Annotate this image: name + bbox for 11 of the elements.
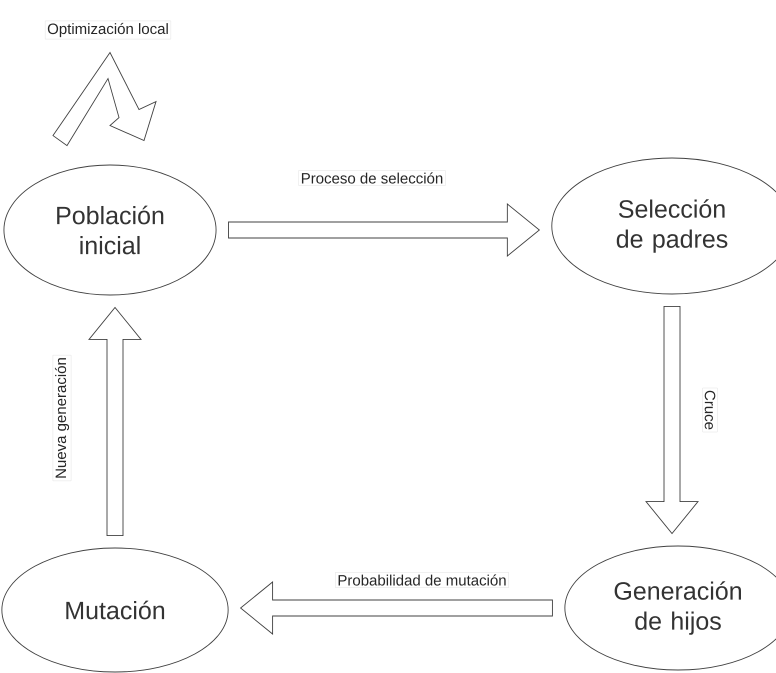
ellipse-node: Mutación: [1, 548, 229, 672]
block-arrow: [88, 306, 142, 536]
edge-label: Optimización local: [44, 20, 172, 40]
block-arrow: [645, 306, 699, 534]
edge-label: Proceso de selección: [298, 170, 446, 186]
block-arrow: [228, 203, 540, 257]
block-arrow: [240, 581, 553, 635]
edge-label: Cruce: [702, 388, 718, 432]
edge-label: Probabilidad de mutación: [335, 572, 509, 588]
ellipse-node: Población inicial: [3, 164, 217, 296]
edge-label: Nueva generación: [52, 354, 72, 482]
